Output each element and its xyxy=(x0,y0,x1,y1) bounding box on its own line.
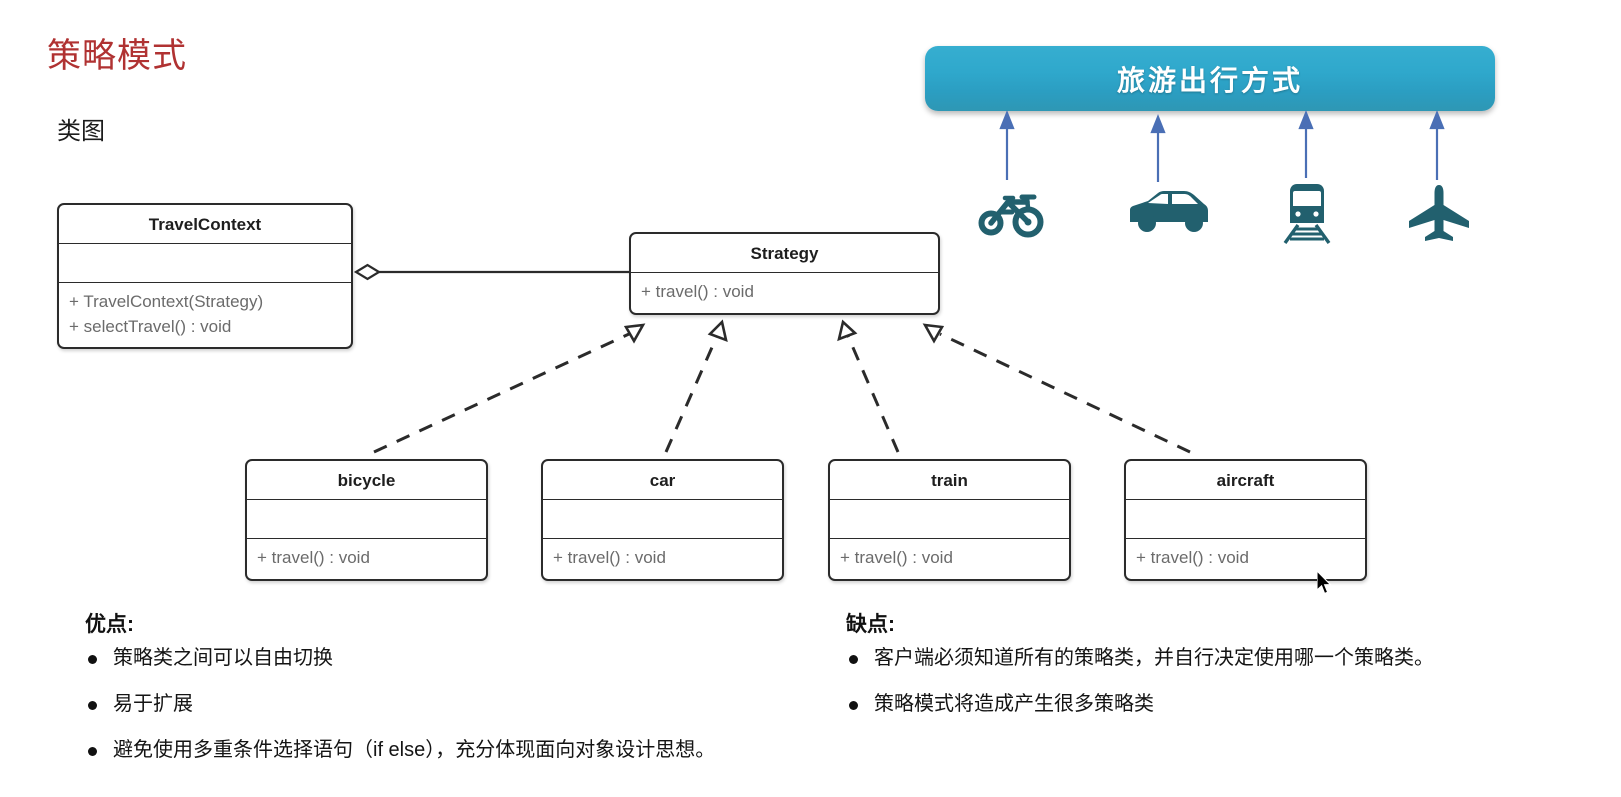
class-method: + travel() : void xyxy=(1136,548,1249,567)
class-method: + travel() : void xyxy=(641,282,754,301)
cons-heading: 缺点: xyxy=(846,613,895,636)
class-methods-section: + travel() : void xyxy=(1126,539,1365,579)
class-methods-section: + travel() : void xyxy=(247,539,486,579)
car-icon xyxy=(1124,188,1210,241)
banner-arrow-car-head xyxy=(1150,114,1166,134)
class-attributes-section xyxy=(543,500,782,539)
banner-arrow-bicycle-head xyxy=(999,110,1015,130)
class-method: + travel() : void xyxy=(840,548,953,567)
realization-bicycle-strategy xyxy=(373,323,646,454)
airplane-icon xyxy=(1406,184,1472,247)
class-methods-section: + travel() : void xyxy=(631,273,938,313)
banner-arrow-train-head xyxy=(1298,110,1314,130)
class-title: aircraft xyxy=(1126,461,1365,500)
travel-mode-banner-label: 旅游出行方式 xyxy=(1116,64,1303,96)
class-box-strategy[interactable]: Strategy + travel() : void xyxy=(629,232,940,315)
class-methods-section: + travel() : void xyxy=(830,539,1069,579)
pros-heading: 优点: xyxy=(85,613,134,636)
cons-list: 客户端必须知道所有的策略类，并自行决定使用哪一个策略类。 策略模式将造成产生很多… xyxy=(846,648,1606,740)
class-method: + selectTravel() : void xyxy=(69,316,232,336)
class-title: Strategy xyxy=(631,234,938,273)
class-box-train[interactable]: train + travel() : void xyxy=(828,459,1071,581)
travel-mode-banner: 旅游出行方式 xyxy=(925,46,1495,111)
list-item: 易于扩展 xyxy=(85,694,825,714)
subtitle-class-diagram: 类图 xyxy=(57,118,105,145)
class-box-car[interactable]: car + travel() : void xyxy=(541,459,784,581)
list-item: 客户端必须知道所有的策略类，并自行决定使用哪一个策略类。 xyxy=(846,648,1606,668)
class-methods-section: + travel() : void xyxy=(543,539,782,579)
class-box-bicycle[interactable]: bicycle + travel() : void xyxy=(245,459,488,581)
mouse-cursor-icon xyxy=(1317,571,1332,595)
class-attributes-section xyxy=(1126,500,1365,539)
class-attributes-section xyxy=(247,500,486,539)
class-methods-section: + TravelContext(Strategy) + selectTravel… xyxy=(59,283,351,347)
class-method: + travel() : void xyxy=(553,548,666,567)
class-method: + TravelContext(Strategy) xyxy=(69,292,264,311)
class-title: TravelContext xyxy=(59,205,351,244)
pros-list: 策略类之间可以自由切换 易于扩展 避免使用多重条件选择语句（if else），充… xyxy=(85,648,825,786)
realization-car-strategy xyxy=(664,319,728,453)
class-method: + travel() : void xyxy=(257,548,370,567)
class-title: train xyxy=(830,461,1069,500)
list-item: 策略类之间可以自由切换 xyxy=(85,648,825,668)
class-attributes-section xyxy=(59,244,351,283)
class-title: bicycle xyxy=(247,461,486,500)
bicycle-icon xyxy=(978,186,1050,243)
list-item: 避免使用多重条件选择语句（if else），充分体现面向对象设计思想。 xyxy=(85,740,825,760)
realization-aircraft-strategy xyxy=(922,323,1191,454)
aggregation-context-strategy xyxy=(353,263,629,281)
class-title: car xyxy=(543,461,782,500)
page-title: 策略模式 xyxy=(47,37,187,75)
train-icon xyxy=(1281,182,1333,249)
banner-arrow-airplane-head xyxy=(1429,110,1445,130)
realization-train-strategy xyxy=(837,319,900,453)
class-box-travelcontext[interactable]: TravelContext + TravelContext(Strategy) … xyxy=(57,203,353,350)
class-attributes-section xyxy=(830,500,1069,539)
list-item: 策略模式将造成产生很多策略类 xyxy=(846,694,1606,714)
banner-arrow-group xyxy=(999,110,1445,182)
class-box-aircraft[interactable]: aircraft + travel() : void xyxy=(1124,459,1367,581)
